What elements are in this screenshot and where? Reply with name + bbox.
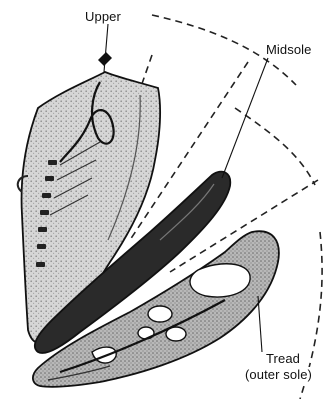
label-midsole: Midsole — [265, 42, 313, 57]
label-tread-subtitle: (outer sole) — [244, 367, 313, 382]
leader-midsole — [222, 58, 268, 178]
leader-upper — [104, 24, 108, 72]
dashed-arc-midsole — [235, 108, 315, 185]
leader-tread — [258, 296, 262, 352]
label-upper: Upper — [84, 9, 122, 24]
label-tread: Tread — [265, 351, 301, 366]
